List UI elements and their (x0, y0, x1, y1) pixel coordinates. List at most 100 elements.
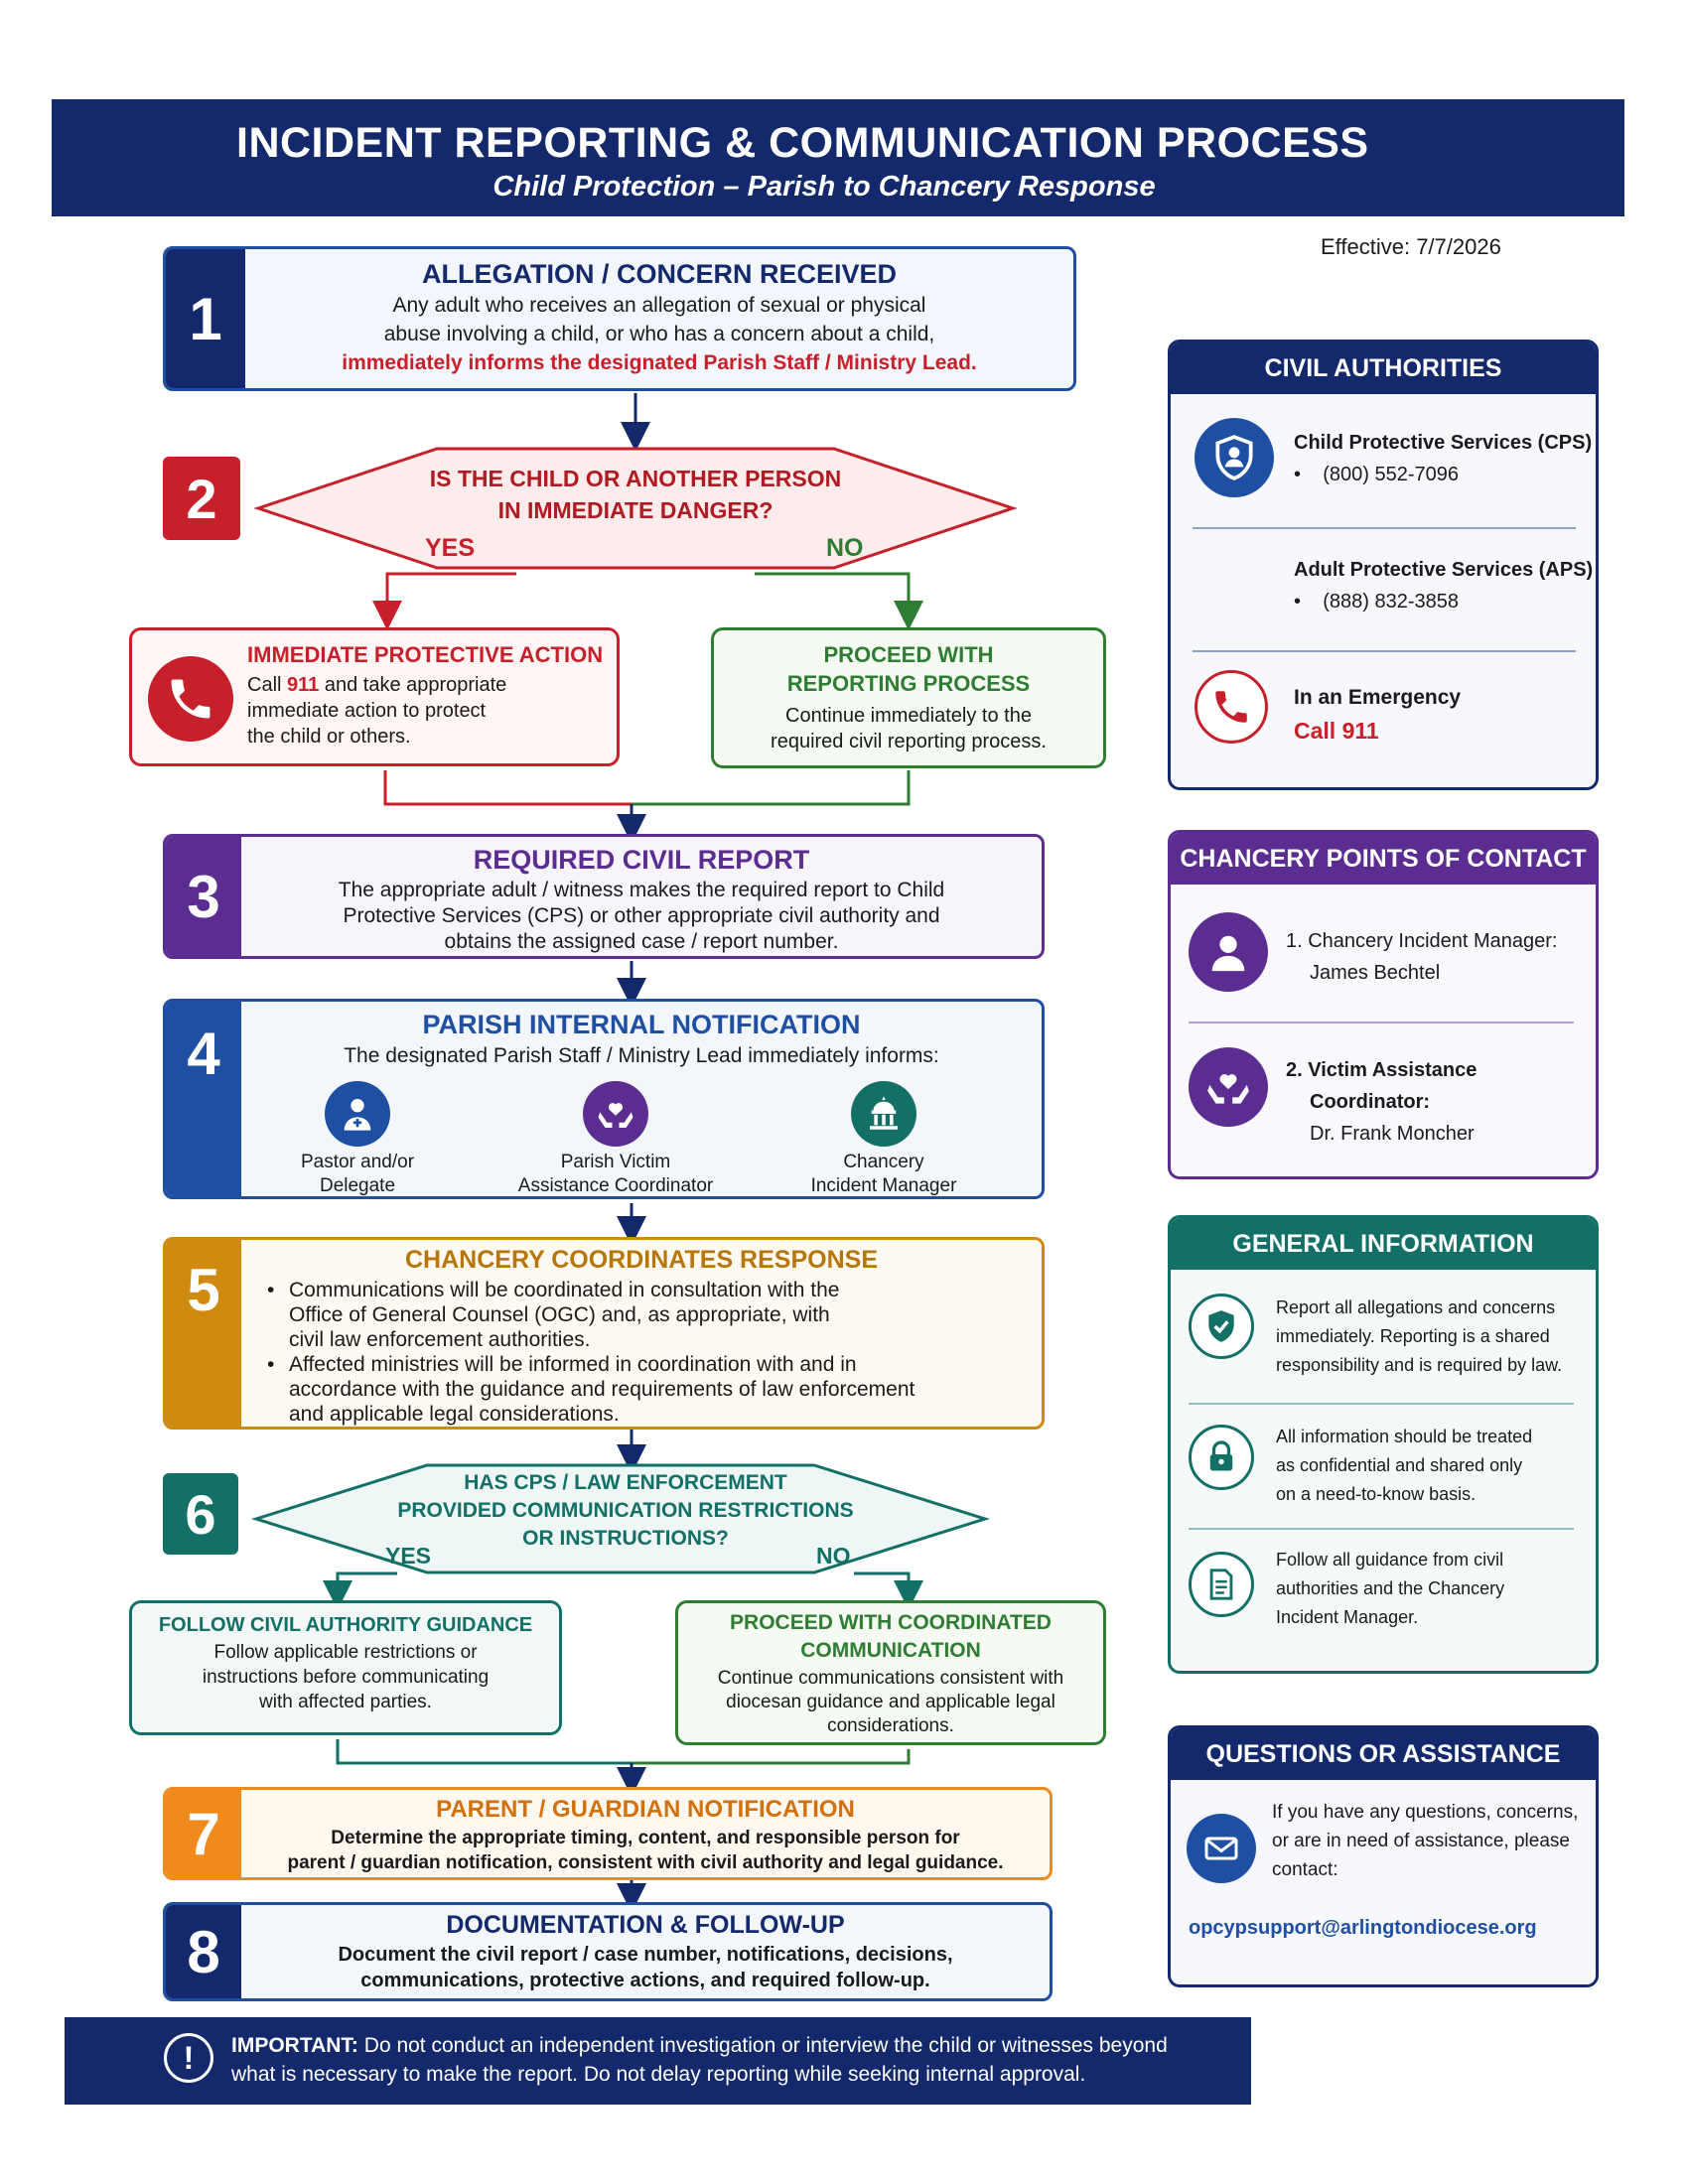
step-text: Protective Services (CPS) or other appro… (343, 904, 940, 927)
page-title: INCIDENT REPORTING & COMMUNICATION PROCE… (236, 119, 1369, 167)
contact-2-role: Coordinator: (1310, 1091, 1431, 1113)
panel-title: CIVIL AUTHORITIES (1171, 342, 1596, 394)
divider (1189, 1403, 1574, 1405)
step-text-emphasis: immediately informs the designated Paris… (342, 351, 977, 374)
step-title: ALLEGATION / CONCERN RECEIVED (421, 259, 898, 289)
step-1-box: 1 ALLEGATION / CONCERN RECEIVED Any adul… (163, 246, 1076, 391)
contact-1-name: James Bechtel (1310, 962, 1441, 984)
proceed-reporting-box: PROCEED WITH REPORTING PROCESS Continue … (711, 627, 1106, 768)
emergency-label: In an Emergency (1294, 686, 1462, 709)
important-banner: ! IMPORTANT: Do not conduct an independe… (65, 2017, 1251, 2105)
step-number: 3 (166, 837, 241, 956)
decision-no-label: NO (826, 534, 864, 562)
phone-icon (148, 656, 233, 742)
step-number: 4 (166, 1002, 241, 1196)
shield-person-icon (1195, 418, 1274, 497)
important-text: IMPORTANT: Do not conduct an independent… (231, 2034, 1168, 2086)
step-2-number: 2 (163, 457, 240, 540)
panel-title: CHANCERY POINTS OF CONTACT (1171, 833, 1596, 885)
outcome-text: Follow applicable restrictions or (213, 1642, 478, 1663)
cps-phone: • (800) 552-7096 (1294, 464, 1460, 485)
phone-icon (1195, 670, 1268, 744)
header-banner: INCIDENT REPORTING & COMMUNICATION PROCE… (52, 99, 1624, 216)
outcome-text: diocesan guidance and applicable legal (726, 1692, 1055, 1712)
hands-heart-icon (583, 1081, 648, 1147)
lock-icon (1189, 1425, 1254, 1490)
hands-heart-icon (1189, 1047, 1268, 1127)
chancery-contacts-panel: CHANCERY POINTS OF CONTACT 1. Chancery I… (1168, 830, 1599, 1179)
decision-diamond-2 (253, 447, 1018, 570)
document-icon (1189, 1552, 1254, 1617)
outcome-text: with affected parties. (259, 1692, 432, 1712)
step-number: 7 (166, 1790, 241, 1877)
outcome-title: FOLLOW CIVIL AUTHORITY GUIDANCE (158, 1614, 533, 1636)
follow-civil-guidance-box: FOLLOW CIVIL AUTHORITY GUIDANCE Follow a… (129, 1600, 562, 1735)
divider (1189, 1022, 1574, 1024)
outcome-text: required civil reporting process. (771, 731, 1047, 752)
contact-2-role: 2. Victim Assistance (1286, 1059, 1477, 1081)
questions-panel: QUESTIONS OR ASSISTANCE If you have any … (1168, 1725, 1599, 1987)
outcome-text: the child or others. (247, 726, 411, 748)
step-title: DOCUMENTATION & FOLLOW-UP (446, 1911, 845, 1939)
step-number: 8 (166, 1905, 241, 1998)
step-4-box: 4 PARISH INTERNAL NOTIFICATION The desig… (163, 999, 1045, 1199)
divider (1189, 1528, 1574, 1530)
step-6-number: 6 (163, 1473, 238, 1555)
decision-yes-label: YES (425, 534, 476, 562)
church-icon (851, 1081, 916, 1147)
outcome-text: Call 911 and take appropriate (247, 674, 507, 696)
cps-name: Child Protective Services (CPS) (1294, 432, 1593, 454)
exclamation-icon: ! (164, 2033, 213, 2083)
step-title: PARISH INTERNAL NOTIFICATION (422, 1010, 861, 1039)
aps-phone: • (888) 832-3858 (1294, 591, 1460, 613)
step-text: Document the civil report / case number,… (338, 1944, 953, 1966)
step-7-box: 7 PARENT / GUARDIAN NOTIFICATION Determi… (163, 1787, 1053, 1880)
page-subtitle: Child Protection – Parish to Chancery Re… (492, 171, 1156, 203)
outcome-text: considerations. (827, 1715, 954, 1736)
step-8-box: 8 DOCUMENTATION & FOLLOW-UP Document the… (163, 1902, 1053, 2001)
outcome-title: REPORTING PROCESS (786, 671, 1031, 696)
outcome-title: PROCEED WITH COORDINATED (730, 1611, 1052, 1634)
person-icon (1189, 912, 1268, 992)
step-text: communications, protective actions, and … (360, 1970, 930, 1991)
step-text: Any adult who receives an allegation of … (392, 294, 926, 317)
immediate-protective-action-box: IMMEDIATE PROTECTIVE ACTION Call 911 and… (129, 627, 620, 766)
outcome-title: COMMUNICATION (800, 1639, 981, 1662)
step-title: CHANCERY COORDINATES RESPONSE (405, 1246, 878, 1274)
aps-name: Adult Protective Services (APS) (1294, 559, 1594, 581)
step-text: parent / guardian notification, consiste… (287, 1852, 1004, 1873)
step-number: 1 (166, 249, 245, 388)
step-title: REQUIRED CIVIL REPORT (473, 845, 810, 875)
envelope-icon (1187, 1814, 1256, 1883)
step-text: The designated Parish Staff / Ministry L… (344, 1044, 939, 1067)
civil-authorities-panel: CIVIL AUTHORITIES Child Protective Servi… (1168, 340, 1599, 790)
emergency-call: Call 911 (1294, 718, 1379, 744)
outcome-title: IMMEDIATE PROTECTIVE ACTION (247, 642, 604, 667)
divider (1193, 650, 1576, 652)
divider (1193, 527, 1576, 529)
decision-question: HAS CPS / LAW ENFORCEMENT PROVIDED COMMU… (397, 1471, 854, 1550)
decision-question: IS THE CHILD OR ANOTHER PERSON IN IMMEDI… (429, 466, 842, 523)
step-number: 5 (166, 1240, 241, 1427)
outcome-title: PROCEED WITH (823, 642, 994, 667)
contact-1-role: 1. Chancery Incident Manager: (1286, 930, 1558, 952)
outcome-text: immediate action to protect (247, 700, 487, 722)
outcome-text: Continue communications consistent with (717, 1668, 1064, 1689)
step-title: PARENT / GUARDIAN NOTIFICATION (436, 1796, 855, 1823)
proceed-coordinated-box: PROCEED WITH COORDINATED COMMUNICATION C… (675, 1600, 1106, 1745)
panel-title: QUESTIONS OR ASSISTANCE (1171, 1728, 1596, 1780)
contact-2-name: Dr. Frank Moncher (1310, 1123, 1475, 1145)
bullet-list: • Communications will be coordinated in … (267, 1279, 915, 1426)
decision-diamond-6 (250, 1463, 991, 1574)
questions-text: If you have any questions, concerns,or a… (1272, 1802, 1579, 1880)
effective-date: Effective: 7/7/2026 (1321, 234, 1501, 259)
contact-email-link[interactable]: opcypsupport@arlingtondiocese.org (1189, 1917, 1537, 1939)
outcome-text: Continue immediately to the (785, 705, 1032, 727)
person-icon (325, 1081, 390, 1147)
